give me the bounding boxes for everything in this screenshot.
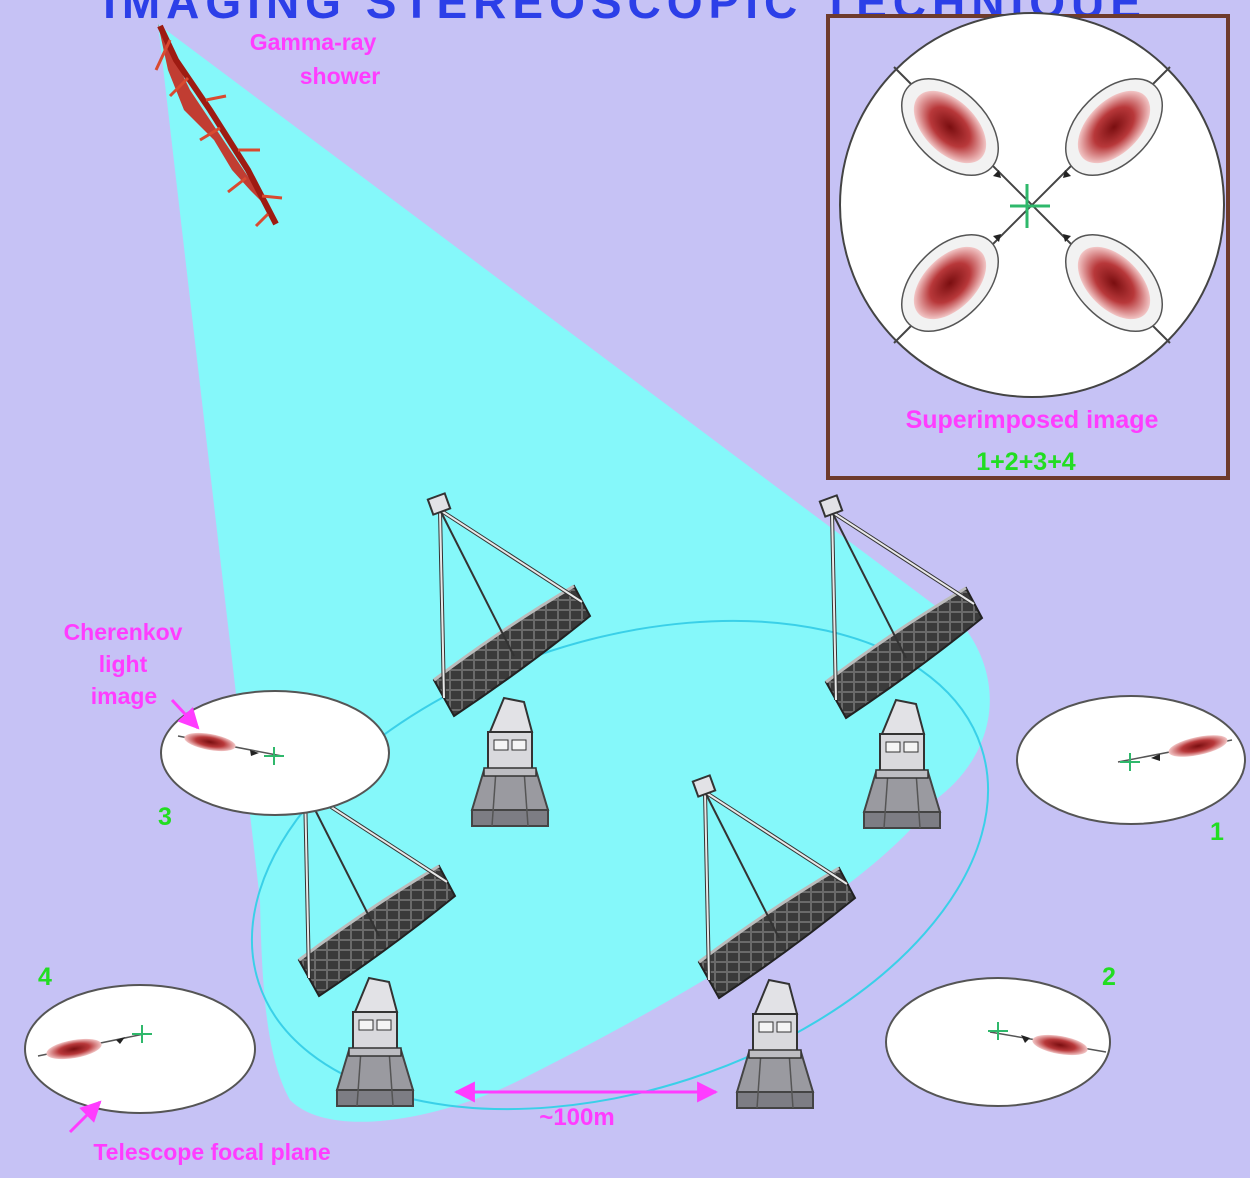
cherenkov-label-line3: image: [91, 683, 157, 709]
telescope-number-2: 2: [1102, 963, 1116, 991]
arrow-icon: [68, 1100, 102, 1134]
distance-label: ~100m: [539, 1104, 614, 1131]
telescope-number-4: 4: [38, 963, 52, 991]
superimposed-inset: Superimposed image 1+2+3+4: [826, 12, 1230, 480]
focal-plane-2: [885, 977, 1111, 1107]
focal-plane-3: [160, 690, 390, 816]
gamma-ray-shower-icon: [154, 24, 283, 228]
crosshair-icon: [988, 1022, 1008, 1040]
focal-plane-4: [24, 984, 256, 1114]
arrow-icon: [170, 698, 200, 730]
light-pool-ground-ellipse: [250, 619, 990, 1111]
crosshair-icon: [1120, 753, 1140, 771]
shower-label-line1: Gamma-ray: [250, 29, 377, 55]
cherenkov-light-pool: [158, 24, 990, 1122]
cherenkov-label-line2: light: [99, 651, 148, 677]
superimposed-label: Superimposed image: [906, 406, 1159, 434]
telescope-number-3: 3: [158, 803, 172, 831]
cherenkov-label-line1: Cherenkov: [64, 619, 183, 645]
telescope-number-1: 1: [1210, 818, 1224, 846]
focal-plane-label: Telescope focal plane: [93, 1139, 330, 1165]
shower-label-line2: shower: [300, 63, 381, 89]
superimposed-sum-label: 1+2+3+4: [976, 448, 1076, 476]
focal-plane-1: [1016, 695, 1246, 825]
crosshair-icon: [264, 747, 284, 765]
crosshair-icon: [1010, 184, 1050, 228]
crosshair-icon: [132, 1025, 152, 1043]
